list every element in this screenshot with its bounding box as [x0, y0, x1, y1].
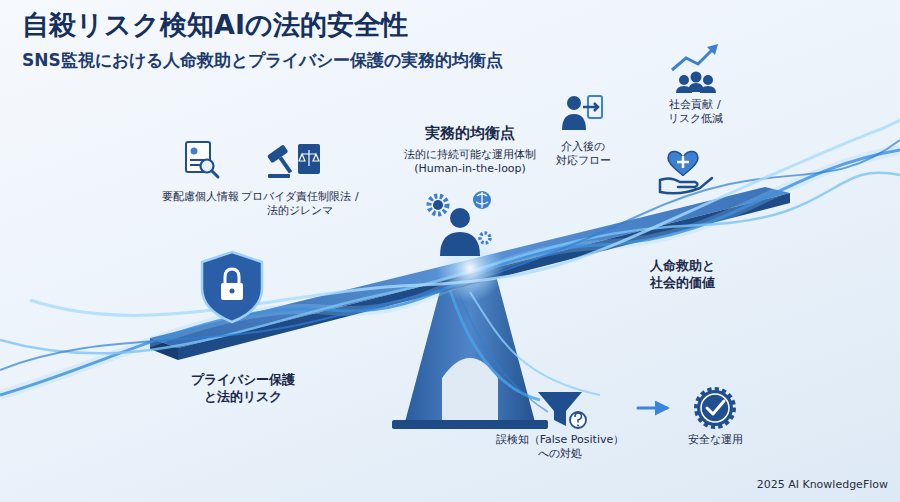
human-in-loop-icon	[480, 233, 490, 243]
gavel-book-icon	[267, 144, 289, 163]
flow-swirl	[0, 150, 900, 395]
heart-hand-icon	[668, 151, 698, 176]
icon-node: 安全な運用	[671, 385, 759, 447]
seesaw-plank	[150, 187, 790, 348]
intervention-icon	[562, 114, 586, 130]
human-in-loop-icon	[440, 232, 480, 256]
growth-icon	[672, 44, 718, 93]
growth-icon	[676, 83, 716, 93]
check-badge-icon	[697, 390, 733, 426]
benefit-label: 介入後の 対応フロー	[548, 140, 618, 169]
shield-lock-icon	[230, 289, 235, 294]
gavel-book-icon	[299, 150, 319, 166]
flow-swirl	[0, 173, 900, 354]
heart-hand-icon	[660, 178, 712, 193]
human-in-loop-icon	[429, 191, 491, 256]
check-badge-icon	[697, 390, 733, 426]
fulcrum	[392, 420, 548, 429]
shield-lock-icon	[225, 269, 239, 284]
node-text: 誤検知（False Positive） への対処	[490, 433, 630, 462]
side-heading: 人命救助と 社会的価値	[640, 258, 724, 292]
growth-icon	[672, 49, 713, 70]
document-search-icon	[191, 148, 198, 155]
growth-icon	[707, 44, 718, 55]
human-in-loop-icon	[429, 196, 447, 214]
flow-swirl	[30, 120, 900, 315]
risk-label: プロバイダ責任制限法 / 法的ジレンマ	[234, 190, 366, 219]
flow-swirl	[470, 292, 600, 395]
document-search-icon	[212, 171, 218, 177]
icon-node: 誤検知（False Positive） への対処	[486, 385, 634, 462]
gavel-book-icon	[267, 144, 320, 178]
flow-swirl	[0, 150, 900, 395]
gavel-book-icon	[268, 174, 290, 178]
growth-icon	[703, 75, 713, 85]
funnel-icon	[570, 412, 586, 428]
benefit-label: 社会貢献 / リスク低減	[659, 98, 731, 127]
check-badge-icon	[707, 401, 724, 414]
balance-heading: 実務的均衡点	[425, 124, 515, 144]
gavel-book-icon	[279, 156, 293, 173]
human-in-loop-icon	[450, 208, 470, 228]
balance-note: 法的に持続可能な運用体制 (Human-in-the-loop)	[390, 148, 550, 177]
shield-lock-icon	[221, 283, 243, 300]
funnel-icon	[538, 392, 586, 428]
page-title: 自殺リスク検知AIの法的安全性	[22, 8, 408, 42]
shield-lock-icon	[202, 252, 262, 322]
risk-label: 要配慮個人情報	[162, 190, 239, 204]
node-text: 安全な運用	[675, 433, 755, 447]
intervention-icon	[567, 96, 581, 110]
funnel-icon	[577, 425, 579, 427]
check-badge-icon	[701, 394, 729, 422]
shield-lock-icon	[202, 252, 262, 322]
flow-swirl	[0, 140, 900, 370]
funnel-icon	[575, 413, 582, 423]
intervention-icon	[583, 103, 598, 111]
flow-swirl	[0, 120, 900, 412]
gavel-book-icon	[267, 144, 299, 178]
flow-arrow	[638, 407, 667, 410]
watermark: 2025 AI KnowledgeFlow	[757, 478, 888, 492]
growth-icon	[679, 75, 689, 85]
intervention-icon	[562, 96, 602, 130]
gavel-book-icon	[298, 144, 320, 174]
human-in-loop-icon	[473, 191, 491, 209]
human-in-loop-icon	[476, 192, 488, 208]
side-heading: プライバシー保護 と法的リスク	[181, 372, 305, 406]
growth-icon	[691, 72, 702, 83]
human-in-loop-icon	[433, 200, 443, 210]
heart-hand-icon	[660, 151, 712, 193]
seesaw-plank	[178, 193, 790, 360]
page-subtitle: SNS監視における人命救助とプライバシー保護の実務的均衡点	[22, 50, 503, 71]
heart-hand-icon	[677, 156, 689, 168]
flow-swirl	[458, 292, 548, 412]
document-search-icon	[186, 142, 218, 177]
